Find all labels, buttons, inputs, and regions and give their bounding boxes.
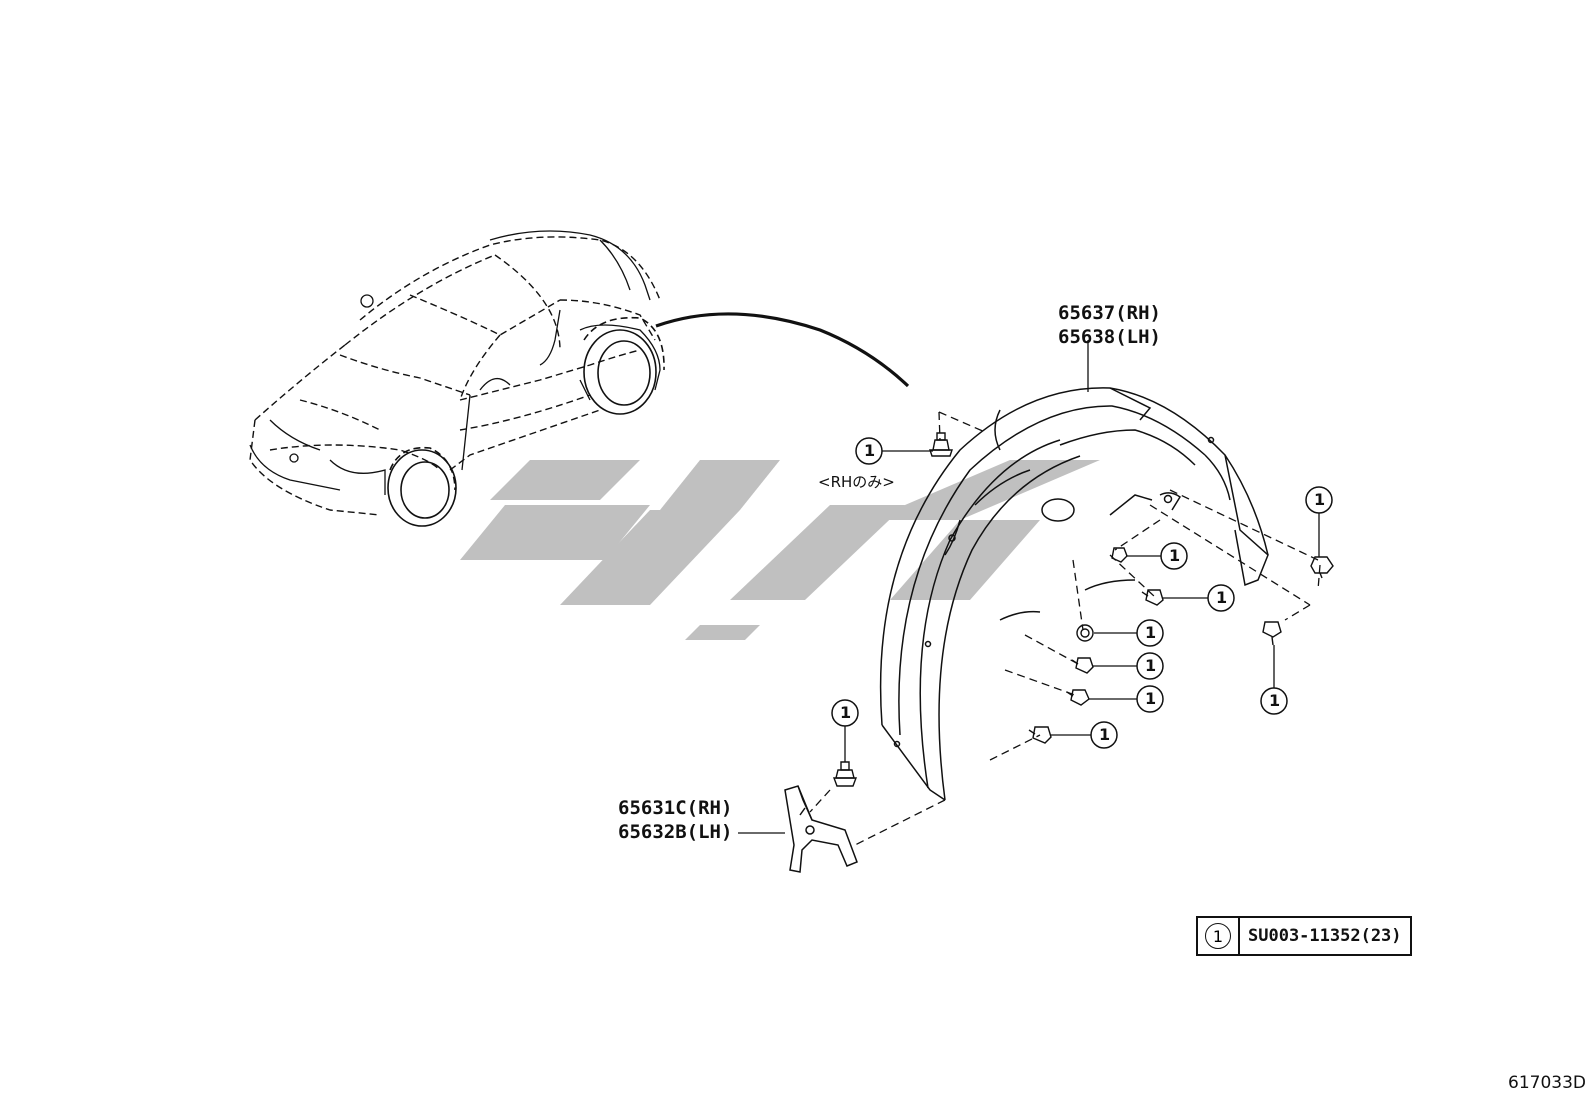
clip-mid-5 [1066, 689, 1090, 706]
legend-box: 1 SU003-11352(23) [1196, 916, 1412, 956]
callout-number: 1 [1269, 691, 1281, 710]
clip-lower [1028, 726, 1052, 744]
part-label-bracket-lh: 65632B(LH) [618, 821, 733, 843]
part-label-liner-lh: 65638(LH) [1058, 326, 1161, 348]
clip-top-left [929, 432, 953, 457]
callout-number: 1 [1145, 623, 1157, 642]
clip-right-upper [1310, 556, 1334, 579]
callout-number: 1 [1145, 689, 1157, 708]
figure-id: 617033D [1508, 1073, 1586, 1093]
clip-mid-2 [1141, 589, 1164, 606]
vehicle-outline [249, 236, 661, 516]
vehicle-solid-lines [249, 230, 661, 495]
clip-mid-3 [1076, 624, 1094, 642]
clip-bracket [832, 761, 858, 787]
locator-arrow [655, 312, 910, 388]
clip-right-lower [1262, 621, 1282, 646]
clip-mid-4 [1071, 657, 1094, 674]
rear-wheel [583, 316, 665, 415]
callout-number: 1 [1099, 725, 1111, 744]
callout-leaders [738, 340, 1320, 834]
legend-number-cell: 1 [1198, 918, 1240, 954]
clip-mid-1 [1111, 547, 1128, 563]
part-label-liner-rh: 65637(RH) [1058, 302, 1161, 324]
part-label-bracket-rh: 65631C(RH) [618, 797, 733, 819]
callout-number: 1 [864, 441, 876, 460]
callout-circles [831, 437, 1333, 749]
legend-number: 1 [1205, 923, 1231, 949]
callout-number: 1 [1145, 656, 1157, 675]
legend-part-number: SU003-11352(23) [1248, 926, 1402, 946]
callout-number: 1 [1216, 588, 1228, 607]
watermark-logo [460, 460, 1100, 640]
clip-fasteners [832, 432, 1334, 787]
callout-number: 1 [1169, 546, 1181, 565]
leader-dashes [809, 411, 1321, 846]
callout-number: 1 [840, 703, 852, 722]
rh-only-note: <RHのみ> [818, 473, 895, 491]
fender-liner [879, 387, 1269, 801]
callout-number: 1 [1314, 490, 1326, 509]
mud-guard-bracket [784, 785, 858, 873]
front-wheel [387, 446, 457, 527]
